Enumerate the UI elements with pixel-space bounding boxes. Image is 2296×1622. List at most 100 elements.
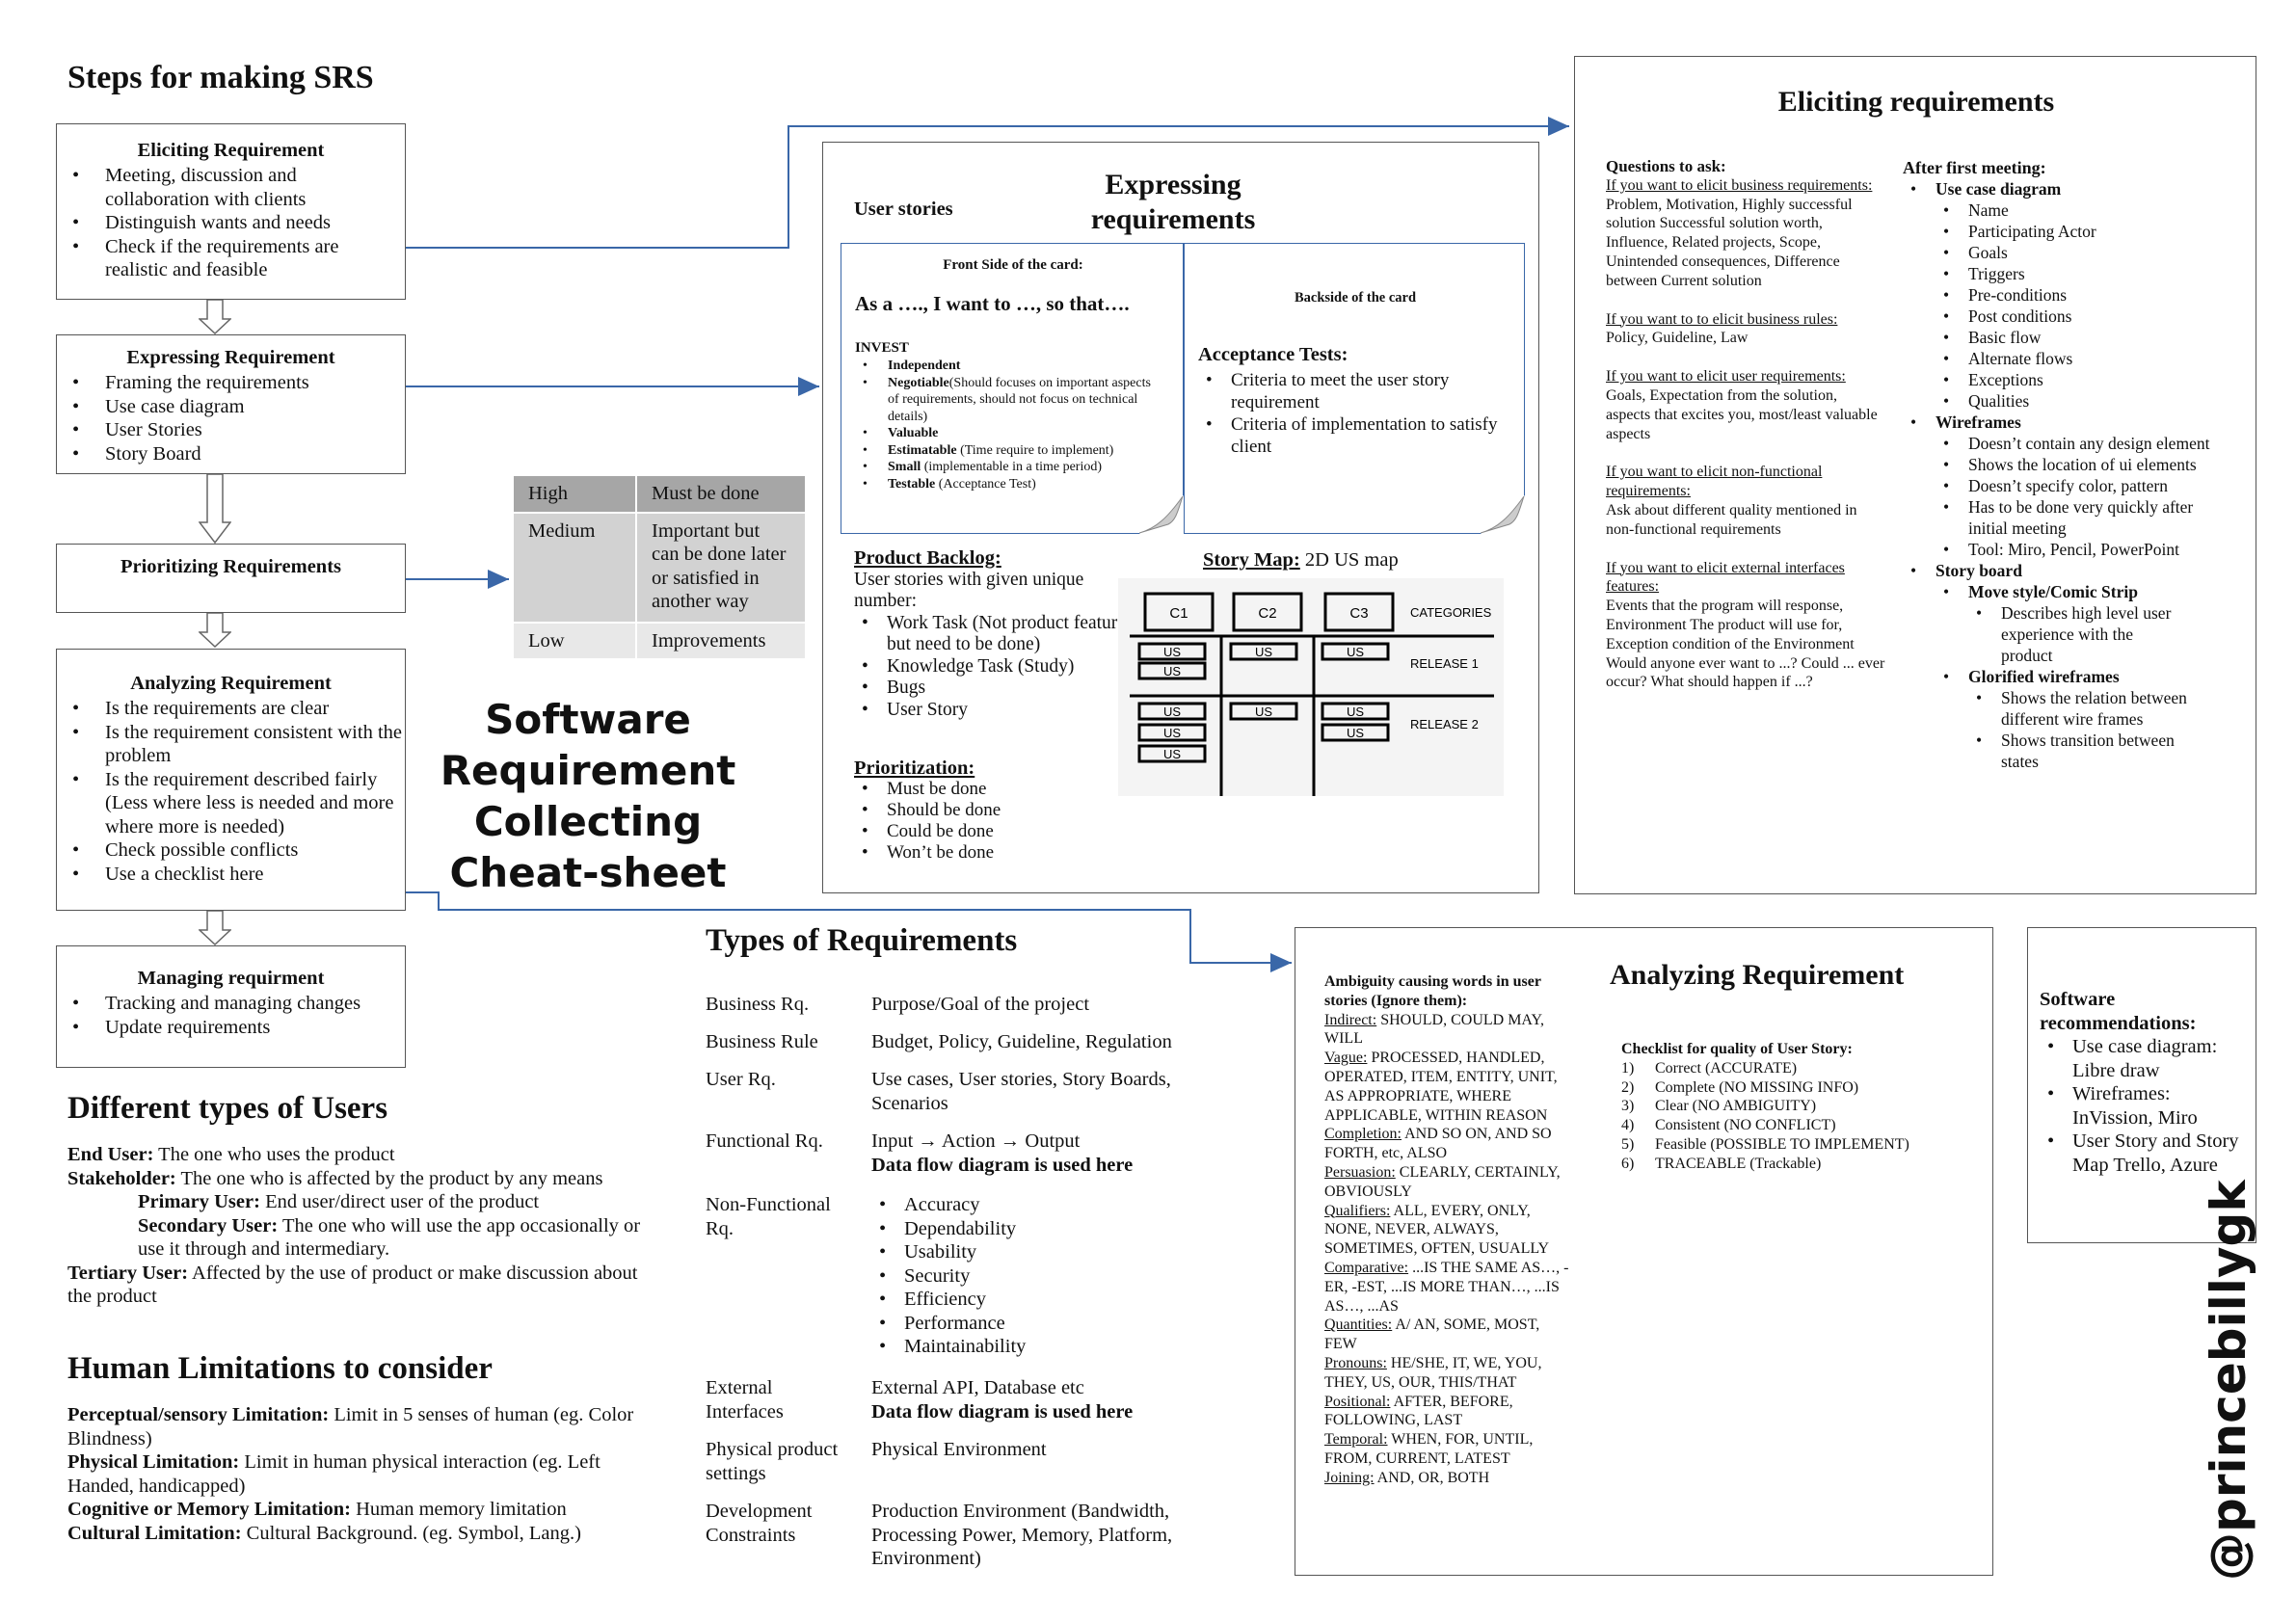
- ambiguity-group: Persuasion: CLEARLY, CERTAINLY, OBVIOUSL…: [1324, 1163, 1575, 1202]
- list-item: Distinguish wants and needs: [72, 211, 405, 235]
- down-arrow-icon: [199, 300, 231, 334]
- term: Stakeholder:: [67, 1167, 176, 1189]
- list-item: Criteria to meet the user story requirem…: [1206, 369, 1507, 413]
- list-item: Criteria of implementation to satisfy cl…: [1206, 413, 1507, 458]
- checklist-item: 6)TRACEABLE (Trackable): [1621, 1155, 1978, 1174]
- ambiguity-type: Completion:: [1324, 1126, 1402, 1143]
- req-desc: Physical Environment: [871, 1439, 1047, 1460]
- ambiguity-type: Indirect:: [1324, 1011, 1377, 1028]
- list-item: Testable (Acceptance Test): [863, 476, 1163, 493]
- checklist-text: Clear (NO AMBIGUITY): [1655, 1098, 1817, 1115]
- map-us: US: [1255, 705, 1272, 719]
- list-item: Post conditions: [1943, 306, 2240, 327]
- glorified-list: Shows the relation between different wir…: [1968, 687, 2200, 772]
- table-row: Low Improvements: [514, 623, 805, 658]
- req-type: Physical product settings: [706, 1439, 839, 1484]
- invest-term: Independent: [888, 359, 961, 373]
- list-item: Work Task (Not product feature but need …: [862, 613, 1134, 656]
- invest-desc: (Time require to implement): [956, 442, 1114, 458]
- map-us: US: [1347, 705, 1364, 719]
- story-map-title: Story Map: 2D US map: [1203, 549, 1399, 572]
- list-item: Triggers: [1943, 263, 2240, 284]
- answer: Policy, Guideline, Law: [1606, 330, 1749, 347]
- ambiguity-words: AND, OR, BOTH: [1374, 1469, 1490, 1486]
- ambiguity-group: Pronouns: HE/SHE, IT, WE, YOU, THEY, US,…: [1324, 1354, 1575, 1393]
- ambiguity-type: Vague:: [1324, 1050, 1368, 1067]
- list-item: Independent: [863, 358, 1163, 375]
- checklist-num: 3): [1621, 1098, 1635, 1115]
- definition: Affected by the use of product or make d…: [67, 1262, 638, 1308]
- checklist-text: Correct (ACCURATE): [1655, 1059, 1798, 1077]
- cheatsheet-title: Software Requirement Collecting Cheat-sh…: [424, 694, 752, 898]
- step-analyzing: Analyzing Requirement Is the requirement…: [56, 649, 406, 911]
- user-stories-label: User stories: [854, 199, 953, 220]
- step-managing: Managing requirment Tracking and managin…: [56, 945, 406, 1068]
- ambiguity-type: Positional:: [1324, 1393, 1391, 1410]
- down-arrow-icon: [199, 613, 231, 648]
- usecase-label: Use case diagram: [1936, 179, 2062, 199]
- list-item: User Story: [862, 700, 1134, 722]
- checklist-num: 2): [1621, 1078, 1635, 1096]
- map-us: US: [1347, 726, 1364, 740]
- list-item: Maintainability: [879, 1335, 1218, 1359]
- step-eliciting-title: Eliciting Requirement: [137, 140, 325, 161]
- question: If you want to elicit business requireme…: [1606, 176, 1873, 194]
- software-title: Software recommendations:: [2040, 989, 2197, 1034]
- req-type: Development Constraints: [706, 1501, 813, 1546]
- step-managing-title: Managing requirment: [137, 968, 325, 989]
- checklist-item: 4)Consistent (NO CONFLICT): [1621, 1116, 1978, 1135]
- list-item: Knowledge Task (Study): [862, 656, 1134, 678]
- eliciting-title: Eliciting requirements: [1777, 86, 2055, 118]
- step-analyzing-title: Analyzing Requirement: [130, 673, 332, 694]
- ambiguity-type: Quantities:: [1324, 1316, 1393, 1334]
- ambiguity-group: Quantities: A/ AN, SOME, MOST, FEW: [1324, 1316, 1575, 1354]
- list-item: Pre-conditions: [1943, 284, 2240, 306]
- ambiguity-type: Persuasion:: [1324, 1163, 1396, 1181]
- page-curl-icon: [1139, 495, 1184, 534]
- invest-desc: (Acceptance Test): [935, 476, 1036, 492]
- ambiguity-group: Comparative: ...IS THE SAME AS…, -ER, -E…: [1324, 1259, 1575, 1316]
- map-category: C1: [1169, 605, 1188, 622]
- list-item: Describes high level user experience wit…: [1976, 602, 2180, 666]
- invest-list: Independent Negotiable(Should focuses on…: [855, 358, 1163, 492]
- map-categories-label: CATEGORIES: [1410, 605, 1492, 620]
- term: Physical Limitation:: [67, 1451, 240, 1473]
- software-list: Use case diagram: Libre draw Wireframes:…: [2040, 1035, 2242, 1177]
- card-back-title: Backside of the card: [1294, 290, 1417, 306]
- definition: The one who is affected by the product b…: [175, 1167, 603, 1189]
- priority-meaning: Important but can be done later or satis…: [652, 519, 787, 613]
- analyzing-panel: Analyzing Requirement Ambiguity causing …: [1295, 927, 1993, 1576]
- definition: The one who uses the product: [153, 1144, 395, 1165]
- list-item: Is the requirements are clear: [72, 697, 405, 721]
- cheatsheet-title-line: Requirement: [440, 747, 736, 794]
- req-desc: Purpose/Goal of the project: [871, 994, 1090, 1015]
- after-meeting: After first meeting: Use case diagram Na…: [1903, 157, 2240, 772]
- card-back: Backside of the card Acceptance Tests: C…: [1184, 243, 1525, 534]
- ambiguity-words: ALL, EVERY, ONLY, NONE, NEVER, ALWAYS, S…: [1324, 1202, 1550, 1258]
- checklist-item: 1)Correct (ACCURATE): [1621, 1059, 1978, 1078]
- invest-term: Small: [888, 460, 921, 474]
- move-style-label: Move style/Comic Strip: [1968, 582, 2138, 601]
- list-item: Check if the requirements are realistic …: [72, 235, 405, 282]
- list-item: Story Board: [72, 442, 405, 466]
- checklist-text: Consistent (NO CONFLICT): [1655, 1117, 1836, 1134]
- ambiguity-type: Temporal:: [1324, 1431, 1388, 1449]
- prioritization-list: Must be done Should be done Could be don…: [854, 779, 1105, 864]
- limit-physical: Physical Limitation: Limit in human phys…: [67, 1450, 646, 1498]
- invest-term: Valuable: [888, 426, 939, 440]
- req-desc-line: External API, Database etc: [871, 1377, 1084, 1398]
- answer: Goals, Expectation from the solution, as…: [1606, 386, 1878, 442]
- list-item: Wireframes: InVission, Miro: [2047, 1082, 2242, 1130]
- step-analyzing-list: Is the requirements are clear Is the req…: [57, 697, 405, 886]
- step-eliciting: Eliciting Requirement Meeting, discussio…: [56, 123, 406, 300]
- step-expressing-list: Framing the requirements Use case diagra…: [57, 371, 405, 465]
- list-item: Valuable: [863, 425, 1163, 442]
- question: If you want to elicit user requirements:: [1606, 368, 1846, 386]
- map-release-label: RELEASE 2: [1410, 717, 1479, 731]
- steps-title: Steps for making SRS: [67, 60, 374, 95]
- analyzing-title: Analyzing Requirement: [1610, 959, 1905, 991]
- req-type: Business Rule: [706, 1031, 818, 1052]
- priority-table: High Must be done Medium Important but c…: [514, 476, 805, 658]
- answer: Events that the program will response, E…: [1606, 598, 1885, 691]
- wireframes-label: Wireframes: [1936, 412, 2021, 432]
